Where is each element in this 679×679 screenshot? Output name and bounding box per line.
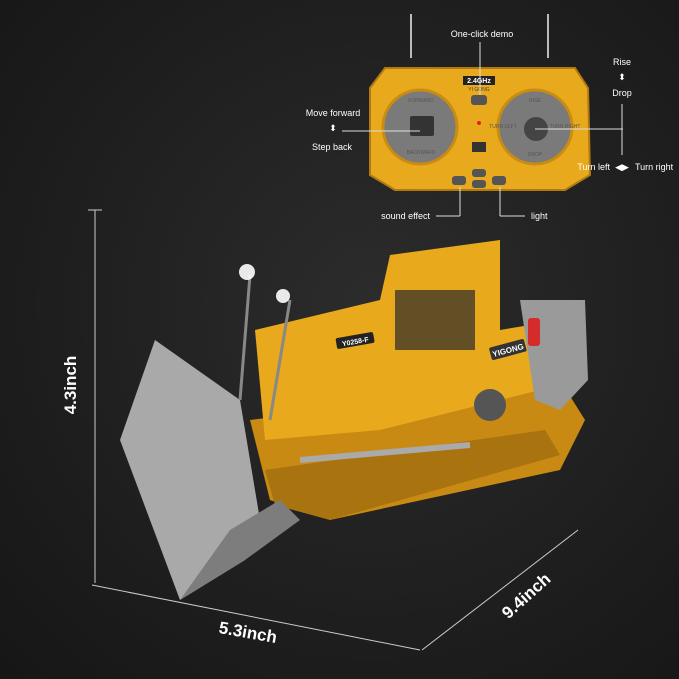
headlight	[239, 264, 255, 280]
one-click-demo-callout: One-click demo	[451, 29, 514, 39]
rise-callout: Rise	[613, 57, 631, 67]
left-right-arrow-icon: ◀▶	[615, 162, 629, 172]
backward-label: BACKWARD	[407, 150, 436, 156]
callout-lines	[342, 42, 623, 217]
turn-left-callout: Turn left	[577, 162, 610, 172]
dimension-lines	[88, 209, 579, 651]
sound-button[interactable]	[452, 176, 466, 185]
cab-cage	[395, 290, 475, 350]
demo-button[interactable]	[471, 95, 487, 105]
remote-brand: YI GONG	[468, 87, 490, 93]
fire-extinguisher	[528, 318, 540, 346]
light-callout: light	[531, 211, 548, 221]
front-blade	[120, 340, 260, 600]
action-button-down[interactable]	[472, 180, 486, 188]
power-switch[interactable]	[472, 142, 486, 152]
power-led	[477, 121, 481, 125]
bulldozer: Y0258-F YIGONG	[120, 240, 588, 600]
drop-label: DROP	[528, 152, 543, 158]
light-button[interactable]	[492, 176, 506, 185]
sound-effect-callout: sound effect	[381, 211, 430, 221]
sprocket-wheel	[474, 389, 506, 421]
turn-right-label: TURN RIGHT	[550, 124, 581, 130]
left-joystick[interactable]	[410, 116, 434, 136]
work-lights	[238, 274, 292, 421]
frequency-label: 2.4GHz	[467, 78, 491, 85]
drop-callout: Drop	[612, 88, 632, 98]
rise-label: RISE	[529, 98, 541, 104]
up-down-arrow-icon: ⬍	[329, 123, 337, 133]
height-dimension: 4.3inch	[61, 356, 80, 415]
remote-antennas	[410, 14, 549, 58]
hydraulic-arm	[299, 442, 471, 463]
turn-left-label: TURN LEFT	[489, 124, 517, 130]
step-back-callout: Step back	[312, 142, 353, 152]
action-button-up[interactable]	[472, 169, 486, 177]
width-dimension: 5.3inch	[217, 618, 278, 647]
forward-label: FORWARD	[408, 98, 434, 104]
move-forward-callout: Move forward	[306, 108, 361, 118]
up-down-arrow-icon-right: ⬍	[618, 72, 626, 82]
turn-right-callout: Turn right	[635, 162, 674, 172]
headlight	[276, 289, 290, 303]
model-plate: Y0258-F	[342, 337, 370, 349]
length-dimension: 9.4inch	[498, 569, 554, 622]
